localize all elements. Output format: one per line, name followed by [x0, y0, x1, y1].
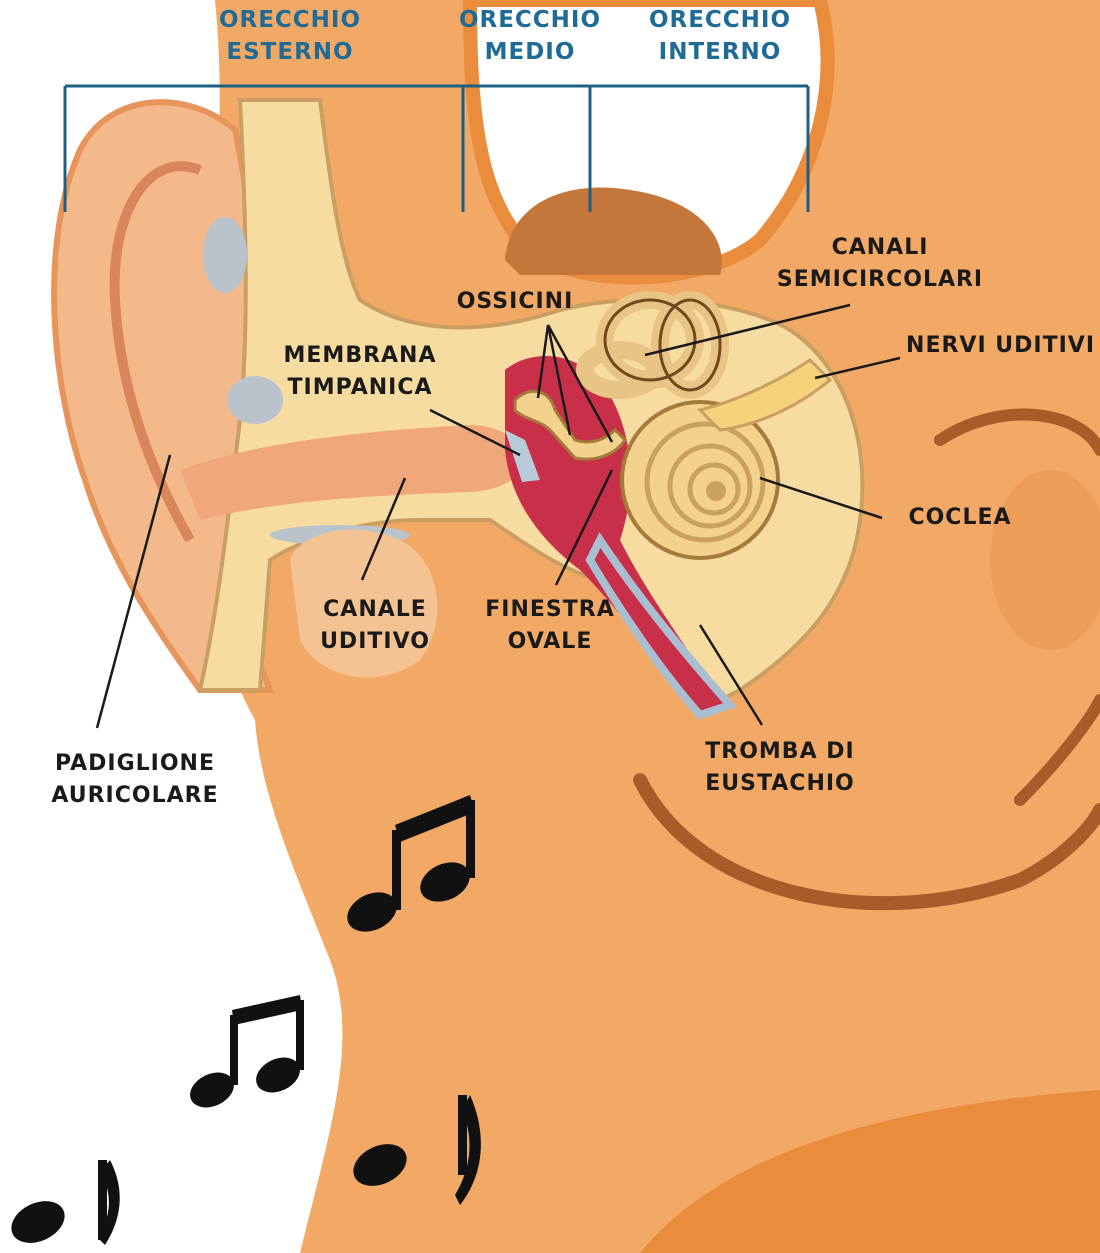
label-line: Padiglione — [20, 748, 250, 780]
label-line: semicircolari — [760, 264, 1000, 296]
music-note-icon — [184, 995, 305, 1114]
label-line: Ossicini — [430, 286, 600, 318]
section-label-line: esterno — [200, 36, 380, 68]
label-line: Finestra — [460, 594, 640, 626]
section-label-line: medio — [440, 36, 620, 68]
label-line: timpanica — [260, 372, 460, 404]
section-label-inner-ear: Orecchio interno — [630, 4, 810, 68]
label-semicircular-canals: Canali semicircolari — [760, 232, 1000, 296]
label-tympanic-membrane: Membrana timpanica — [260, 340, 460, 404]
cochlea-shape — [622, 402, 778, 558]
label-line: Coclea — [885, 502, 1035, 534]
label-line: Eustachio — [680, 768, 880, 800]
label-line: Membrana — [260, 340, 460, 372]
label-eustachian-tube: Tromba di Eustachio — [680, 736, 880, 800]
label-ossicles: Ossicini — [430, 286, 600, 318]
label-oval-window: Finestra ovale — [460, 594, 640, 658]
section-label-line: interno — [630, 36, 810, 68]
label-line: Nervi uditivi — [890, 330, 1095, 362]
label-line: Canale — [295, 594, 455, 626]
section-label-line: Orecchio — [630, 4, 810, 36]
label-pinna: Padiglione auricolare — [20, 748, 250, 812]
label-auditory-canal: Canale uditivo — [295, 594, 455, 658]
bone-cavity — [203, 217, 247, 293]
section-label-middle-ear: Orecchio medio — [440, 4, 620, 68]
label-cochlea: Coclea — [885, 502, 1035, 534]
music-note-icon — [5, 1160, 120, 1251]
label-line: Canali — [760, 232, 1000, 264]
section-label-line: Orecchio — [440, 4, 620, 36]
label-line: auricolare — [20, 780, 250, 812]
label-line: ovale — [460, 626, 640, 658]
label-line: Tromba di — [680, 736, 880, 768]
label-line: uditivo — [295, 626, 455, 658]
section-label-line: Orecchio — [200, 4, 380, 36]
label-auditory-nerves: Nervi uditivi — [890, 330, 1095, 362]
section-label-external-ear: Orecchio esterno — [200, 4, 380, 68]
